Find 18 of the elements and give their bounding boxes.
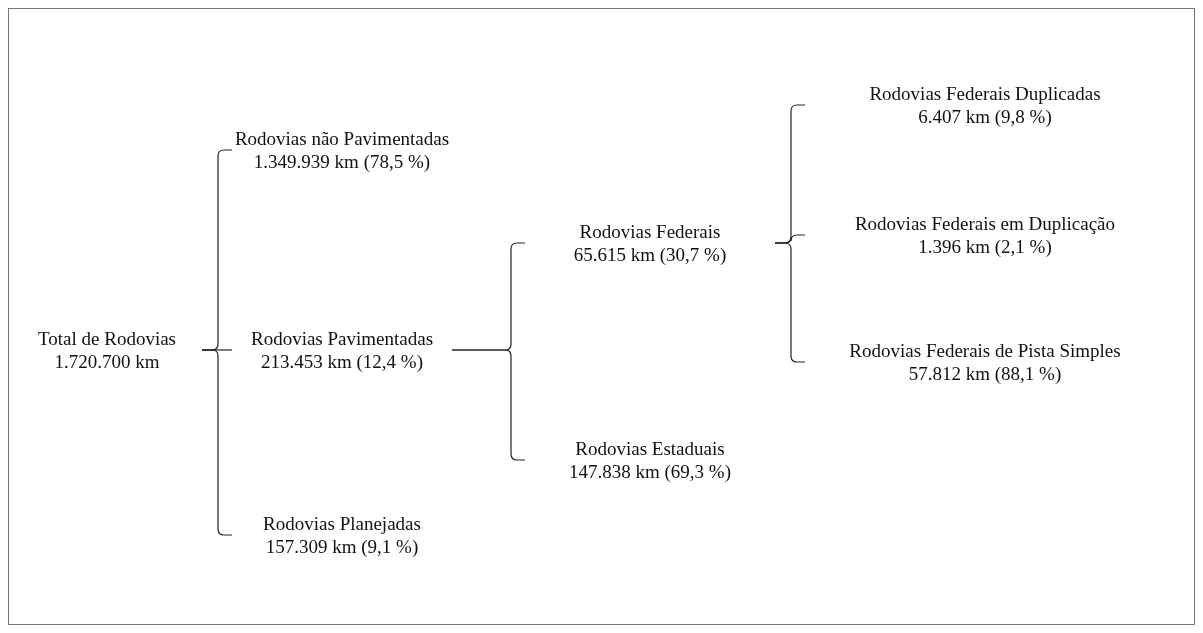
length-value: 147.838 km (69,3 %) — [569, 460, 731, 483]
category-name: Rodovias Federais — [579, 220, 721, 243]
category-name: Rodovias Planejadas — [263, 512, 421, 535]
category-name: Rodovias Estaduais — [575, 437, 725, 460]
length-value: 1.396 km (2,1 %) — [918, 235, 1052, 258]
length-value: 1.720.700 km — [54, 350, 160, 373]
category-name: Rodovias Pavimentadas — [250, 327, 434, 350]
category-name: Rodovias Federais Duplicadas — [869, 82, 1101, 105]
category-name: Rodovias Federais em Duplicação — [854, 212, 1116, 235]
length-value: 213.453 km (12,4 %) — [261, 350, 423, 373]
category-name: Total de Rodovias — [38, 327, 176, 350]
length-value: 65.615 km (30,7 %) — [573, 243, 727, 266]
length-value: 57.812 km (88,1 %) — [908, 362, 1062, 385]
category-name: Rodovias não Pavimentadas — [234, 127, 450, 150]
length-value: 1.349.939 km (78,5 %) — [253, 150, 431, 173]
length-value: 6.407 km (9,8 %) — [918, 105, 1052, 128]
category-name: Rodovias Federais de Pista Simples — [849, 339, 1121, 362]
length-value: 157.309 km (9,1 %) — [265, 535, 419, 558]
